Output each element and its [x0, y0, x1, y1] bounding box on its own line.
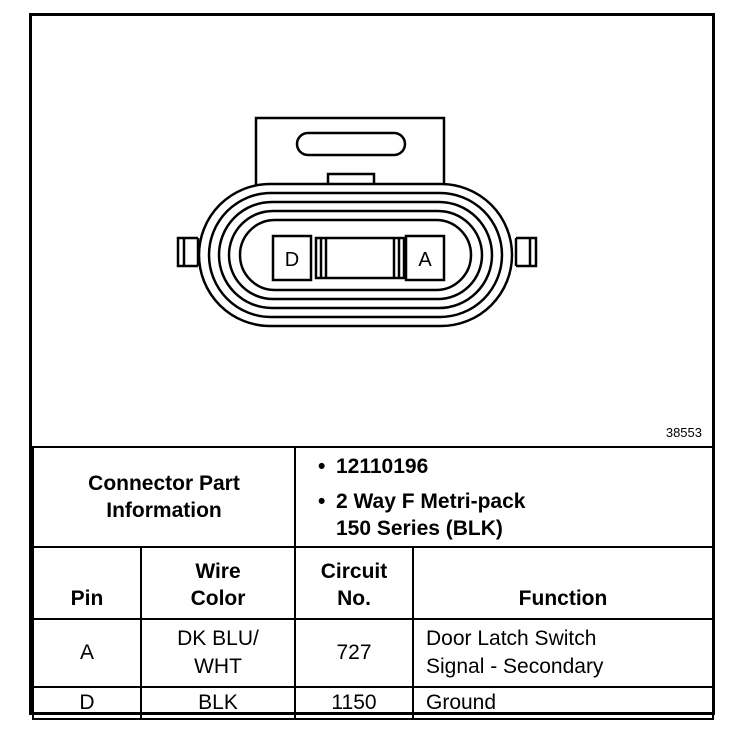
header-wire-color-line2: Color: [190, 587, 246, 610]
header-circuit-line1: Circuit: [320, 560, 388, 583]
pin-d-label: D: [285, 249, 299, 271]
part-number: 12110196: [336, 454, 429, 478]
header-wire-color: Wire Color: [140, 546, 296, 620]
table-row: A DK BLU/ WHT 727 Door Latch Switch Sign…: [32, 618, 715, 688]
header-pin: Pin: [32, 546, 142, 620]
connector-info-details: • 12110196 • 2 Way F Metri-pack 150 Seri…: [293, 446, 715, 548]
function-line2: Signal - Secondary: [426, 655, 604, 678]
connector-figure: D A 38553: [32, 16, 712, 446]
pin-a-cavity: [404, 234, 446, 282]
circuit-cell: 727: [294, 618, 414, 688]
housing-ring-4: [227, 209, 484, 301]
circuit-cell: 1150: [294, 686, 414, 720]
latch-slot: [295, 131, 407, 157]
header-function: Function: [411, 546, 715, 620]
latch-tab: [254, 116, 446, 190]
housing-inner: [238, 218, 473, 292]
left-rib: [176, 236, 198, 268]
pin-cell: A: [32, 618, 142, 688]
bullet-icon: •: [318, 489, 326, 513]
header-circuit: Circuit No.: [294, 546, 414, 620]
wire-color-cell: DK BLU/ WHT: [140, 618, 296, 688]
connector-description-line2: 150 Series (BLK): [336, 516, 503, 540]
connector-info-label-line1: Connector Part: [88, 472, 240, 495]
connector-info-label-line2: Information: [106, 499, 222, 522]
wire-color-line2: WHT: [194, 655, 242, 678]
table-row: D BLK 1150 Ground: [32, 686, 715, 720]
pin-d-cavity: [271, 234, 313, 282]
pin-a-label: A: [418, 249, 432, 271]
function-line1: Door Latch Switch: [426, 627, 597, 650]
figure-id-label: 38553: [665, 425, 702, 440]
right-rib: [516, 236, 538, 268]
function-cell: Door Latch Switch Signal - Secondary: [411, 618, 715, 688]
part-number-item: • 12110196: [318, 453, 712, 480]
function-cell: Ground: [411, 686, 715, 720]
bullet-icon: •: [318, 454, 326, 478]
housing-ring-2: [207, 191, 504, 319]
table-header-row: Pin Wire Color Circuit No. Function: [32, 546, 715, 620]
pin-cell: D: [32, 686, 142, 720]
header-circuit-line2: No.: [337, 587, 371, 610]
connector-sheet: D A 38553 Connector Part Information • 1…: [29, 13, 715, 720]
wire-color-line1: DK BLU/: [177, 627, 259, 650]
housing-outer: [197, 182, 514, 328]
connector-drawing: D A: [176, 116, 538, 328]
connector-info-label: Connector Part Information: [32, 446, 296, 548]
connector-info-row: Connector Part Information • 12110196 • …: [32, 446, 715, 548]
wire-color-cell: BLK: [140, 686, 296, 720]
center-divider: [314, 236, 406, 280]
housing-ring-3: [217, 200, 494, 310]
pinout-table: Connector Part Information • 12110196 • …: [32, 446, 715, 720]
header-wire-color-line1: Wire: [195, 560, 241, 583]
connector-description-item: • 2 Way F Metri-pack 150 Series (BLK): [318, 488, 712, 542]
connector-description-line1: 2 Way F Metri-pack: [336, 489, 526, 513]
